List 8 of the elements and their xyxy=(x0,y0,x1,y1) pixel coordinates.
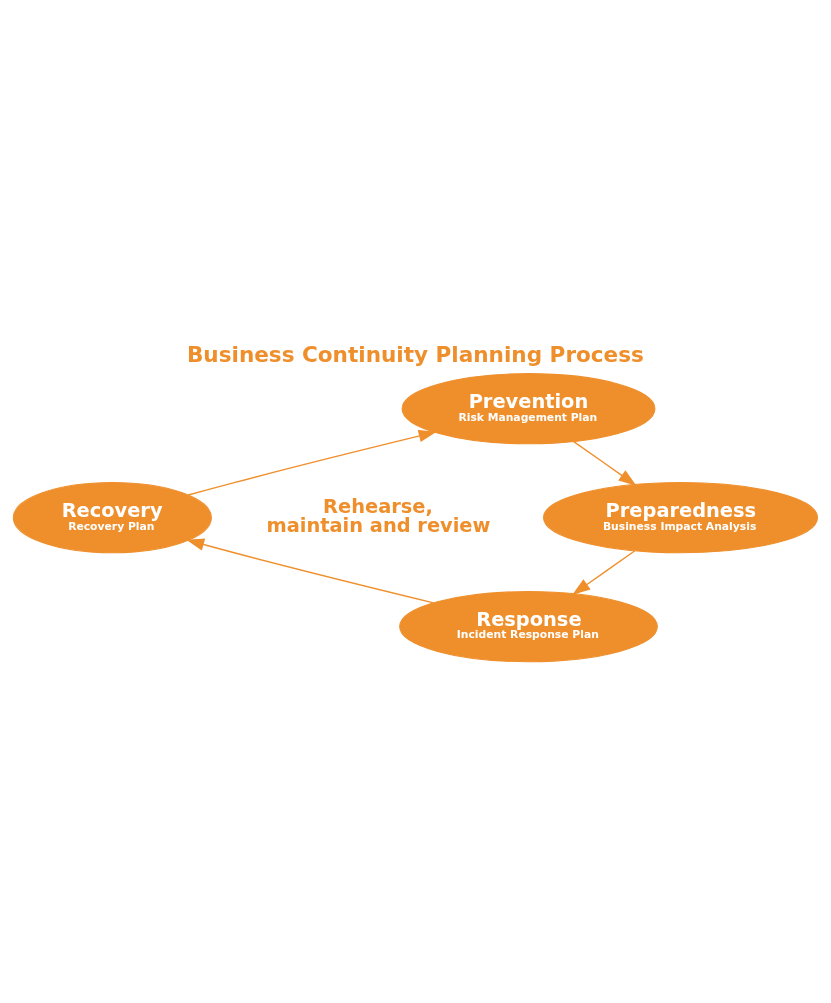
arrow xyxy=(572,550,636,595)
node-ellipse: Preparedness Business Impact Analysis xyxy=(543,482,819,554)
arrow xyxy=(573,440,637,486)
arrow xyxy=(187,429,437,496)
arrow xyxy=(186,538,435,604)
diagram-title: Business Continuity Planning Process xyxy=(186,341,644,367)
node-ellipse: Response Incident Response Plan xyxy=(399,591,658,663)
label: Rehearse, maintain and review xyxy=(266,494,491,538)
